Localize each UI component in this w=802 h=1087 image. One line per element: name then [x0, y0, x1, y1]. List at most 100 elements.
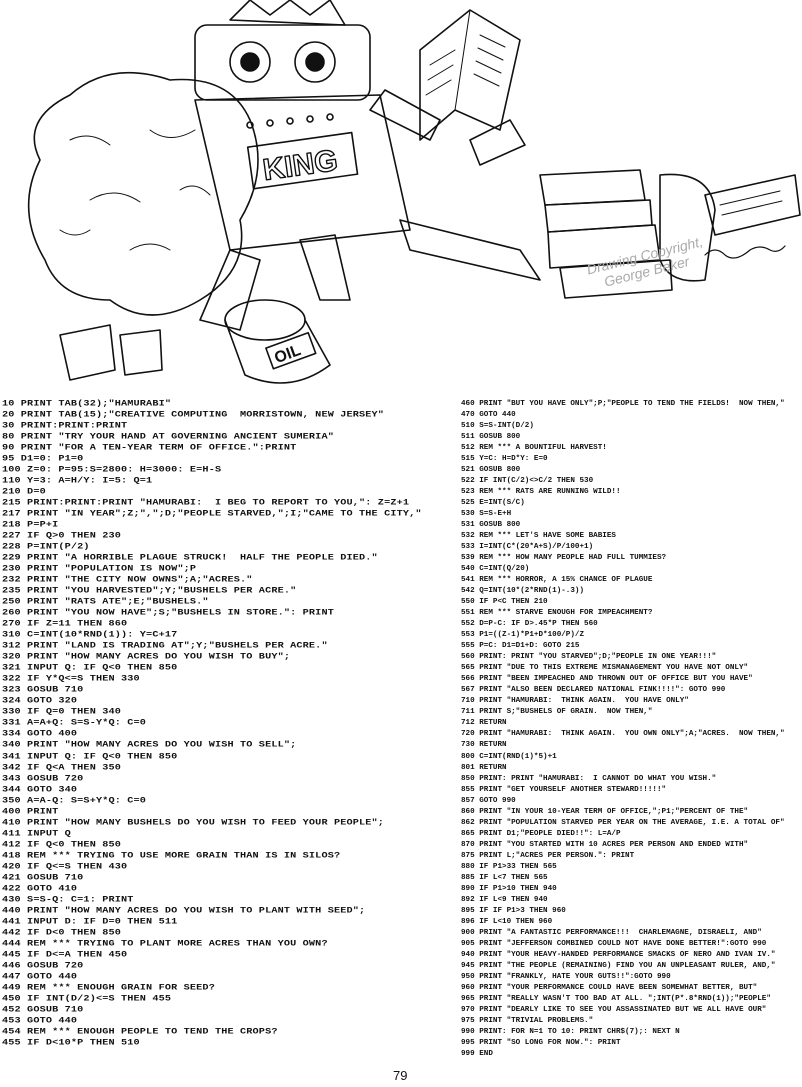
code-line: 530 S=S-E+H [461, 510, 512, 519]
code-line: 885 IF L<7 THEN 565 [461, 873, 548, 882]
code-line: 960 PRINT "YOUR PERFORMANCE COULD HAVE B… [461, 983, 758, 992]
boulder-texture [59, 129, 211, 251]
code-line: 855 PRINT "GET YOURSELF ANOTHER STEWARD!… [461, 785, 667, 794]
code-line: 995 PRINT "SO LONG FOR NOW.": PRINT [461, 1038, 621, 1047]
code-line: 895 IF IF P1>3 THEN 960 [461, 906, 566, 915]
code-line: 730 RETURN [461, 741, 507, 750]
code-line: 539 REM *** HOW MANY PEOPLE HAD FULL TUM… [461, 554, 667, 563]
code-line: 80 PRINT "TRY YOUR HAND AT GOVERNING ANC… [2, 433, 334, 443]
code-line: 20 PRINT TAB(15);"CREATIVE COMPUTING MOR… [2, 411, 385, 421]
code-line: 227 IF Q>0 THEN 230 [2, 532, 122, 542]
code-line: 532 REM *** LET'S HAVE SOME BABIES [461, 532, 616, 541]
code-line: 865 PRINT D1;"PEOPLE DIED!!": L=A/P [461, 829, 621, 838]
code-line: 441 INPUT D: IF D=0 THEN 511 [2, 917, 178, 927]
robot-arm-lower [399, 219, 541, 281]
code-line: 801 RETURN [461, 763, 507, 772]
code-line: 324 GOTO 320 [2, 697, 78, 707]
code-line: 800 C=INT(RND(1)*5)+1 [461, 752, 557, 761]
code-line: 218 P=P+I [2, 521, 59, 531]
code-line: 10 PRINT TAB(32);"HAMURABI" [2, 399, 172, 410]
code-line: 892 IF L<9 THEN 940 [461, 895, 548, 904]
code-line: 445 IF D<=A THEN 450 [2, 950, 128, 960]
code-line: 565 PRINT "DUE TO THIS EXTREME MISMANAGE… [461, 664, 749, 673]
code-line: 235 PRINT "YOU HARVESTED";Y;"BUSHELS PER… [2, 587, 297, 597]
code-line: 860 PRINT "IN YOUR 10-YEAR TERM OF OFFIC… [461, 807, 749, 816]
code-line: 421 GOSUB 710 [2, 873, 84, 883]
code-line: 551 REM *** STARVE ENOUGH FOR IMPEACHMEN… [461, 609, 653, 618]
code-line: 422 GOTO 410 [2, 884, 78, 894]
code-line: 330 IF Q=0 THEN 340 [2, 708, 122, 718]
code-line: 541 REM *** HORROR, A 15% CHANCE OF PLAG… [461, 576, 653, 585]
code-line: 440 PRINT "HOW MANY ACRES DO YOU WISH TO… [2, 906, 366, 916]
robot-eye-right [294, 41, 336, 83]
robot-leg-left [199, 249, 261, 331]
code-line: 341 INPUT Q: IF Q<0 THEN 850 [2, 752, 178, 762]
robot-eye-left [229, 41, 271, 83]
code-line: 331 A=A+Q: S=S-Y*Q: C=0 [2, 719, 147, 729]
code-line: 350 A=A-Q: S=S+Y*Q: C=0 [2, 796, 147, 806]
loose-paper [704, 174, 801, 236]
code-line: 215 PRINT:PRINT:PRINT "HAMURABI: I BEG T… [2, 499, 410, 509]
book-stack [469, 119, 716, 299]
code-line: 710 PRINT "HAMURABI: THINK AGAIN. YOU HA… [461, 697, 689, 706]
robot-arm-upper [369, 89, 441, 141]
code-listing-right-column: 460 PRINT "BUT YOU HAVE ONLY";P;"PEOPLE … [461, 399, 796, 1060]
artist-signature [704, 245, 786, 259]
code-line: 228 P=INT(P/2) [2, 543, 90, 553]
code-line: 553 P1=((Z-1)*P1+D*100/P)/Z [461, 631, 585, 640]
code-line: 566 PRINT "BEEN IMPEACHED AND THROWN OUT… [461, 675, 753, 684]
code-line: 232 PRINT "THE CITY NOW OWNS";A;"ACRES." [2, 576, 253, 586]
robot-buttons [246, 113, 334, 129]
open-book-lines [425, 9, 506, 111]
code-line: 542 Q=INT(10*(2*RND(1)-.3)) [461, 587, 585, 596]
code-line: 560 PRINT: PRINT "YOU STARVED";D;"PEOPLE… [461, 653, 717, 662]
code-line: 940 PRINT "YOUR HEAVY-HANDED PERFORMANCE… [461, 950, 776, 959]
page-number: 79 [393, 1068, 408, 1083]
boulder [27, 71, 259, 316]
code-line: 449 REM *** ENOUGH GRAIN FOR SEED? [2, 983, 215, 993]
code-line: 420 IF Q<=S THEN 430 [2, 862, 128, 872]
code-line: 880 IF P1>33 THEN 565 [461, 862, 557, 871]
code-line: 90 PRINT "FOR A TEN-YEAR TERM OF OFFICE.… [2, 444, 297, 454]
code-line: 229 PRINT "A HORRIBLE PLAGUE STRUCK! HAL… [2, 554, 378, 564]
code-line: 310 C=INT(10*RND(1)): Y=C+17 [2, 631, 178, 641]
code-line: 230 PRINT "POPULATION IS NOW";P [2, 565, 197, 575]
loose-paper-lines [719, 190, 783, 216]
code-line: 970 PRINT "DEARLY LIKE TO SEE YOU ASSASS… [461, 1005, 767, 1014]
code-line: 270 IF Z=11 THEN 860 [2, 620, 128, 630]
code-line: 321 INPUT Q: IF Q<0 THEN 850 [2, 664, 178, 674]
code-line: 862 PRINT "POPULATION STARVED PER YEAR O… [461, 818, 785, 827]
robot-crown [229, 0, 346, 26]
code-line: 343 GOSUB 720 [2, 774, 84, 784]
code-line: 965 PRINT "REALLY WASN'T TOO BAD AT ALL.… [461, 994, 771, 1003]
oil-can-label: OIL [272, 342, 303, 367]
code-line: 975 PRINT "TRIVIAL PROBLEMS." [461, 1016, 594, 1025]
code-line: 850 PRINT: PRINT "HAMURABI: I CANNOT DO … [461, 774, 717, 783]
code-line: 712 RETURN [461, 719, 507, 728]
code-line: 320 PRINT "HOW MANY ACRES DO YOU WISH TO… [2, 653, 291, 663]
code-line: 410 PRINT "HOW MANY BUSHELS DO YOU WISH … [2, 818, 385, 828]
code-line: 210 D=0 [2, 488, 46, 498]
code-line: 450 IF INT(D/2)<=S THEN 455 [2, 994, 172, 1004]
code-line: 890 IF P1>10 THEN 940 [461, 884, 557, 893]
code-line: 857 GOTO 990 [461, 796, 516, 805]
code-line: 447 GOTO 440 [2, 972, 78, 982]
code-line: 521 GOSUB 800 [461, 466, 521, 475]
code-line: 512 REM *** A BOUNTIFUL HARVEST! [461, 444, 607, 453]
code-line: 905 PRINT "JEFFERSON COMBINED COULD NOT … [461, 939, 767, 948]
robot-head [194, 24, 371, 101]
code-line: 533 I=INT(C*(20*A+S)/P/100+1) [461, 543, 594, 552]
code-line: 453 GOTO 440 [2, 1016, 78, 1026]
code-line: 340 PRINT "HOW MANY ACRES DO YOU WISH TO… [2, 741, 297, 751]
code-line: 525 E=INT(S/C) [461, 499, 525, 508]
code-line: 522 IF INT(C/2)<>C/2 THEN 530 [461, 477, 594, 486]
robot-pupil-right [305, 52, 325, 72]
code-line: 510 S=S-INT(D/2) [461, 422, 534, 431]
code-line: 454 REM *** ENOUGH PEOPLE TO TEND THE CR… [2, 1027, 278, 1037]
code-line: 312 PRINT "LAND IS TRADING AT";Y;"BUSHEL… [2, 642, 328, 652]
code-line: 990 PRINT: FOR N=1 TO 10: PRINT CHR$(7);… [461, 1027, 680, 1036]
code-line: 515 Y=C: H=D*Y: E=0 [461, 455, 548, 464]
code-line: 523 REM *** RATS ARE RUNNING WILD!! [461, 488, 621, 497]
code-line: 334 GOTO 400 [2, 730, 78, 740]
robot-pupil-left [240, 52, 260, 72]
